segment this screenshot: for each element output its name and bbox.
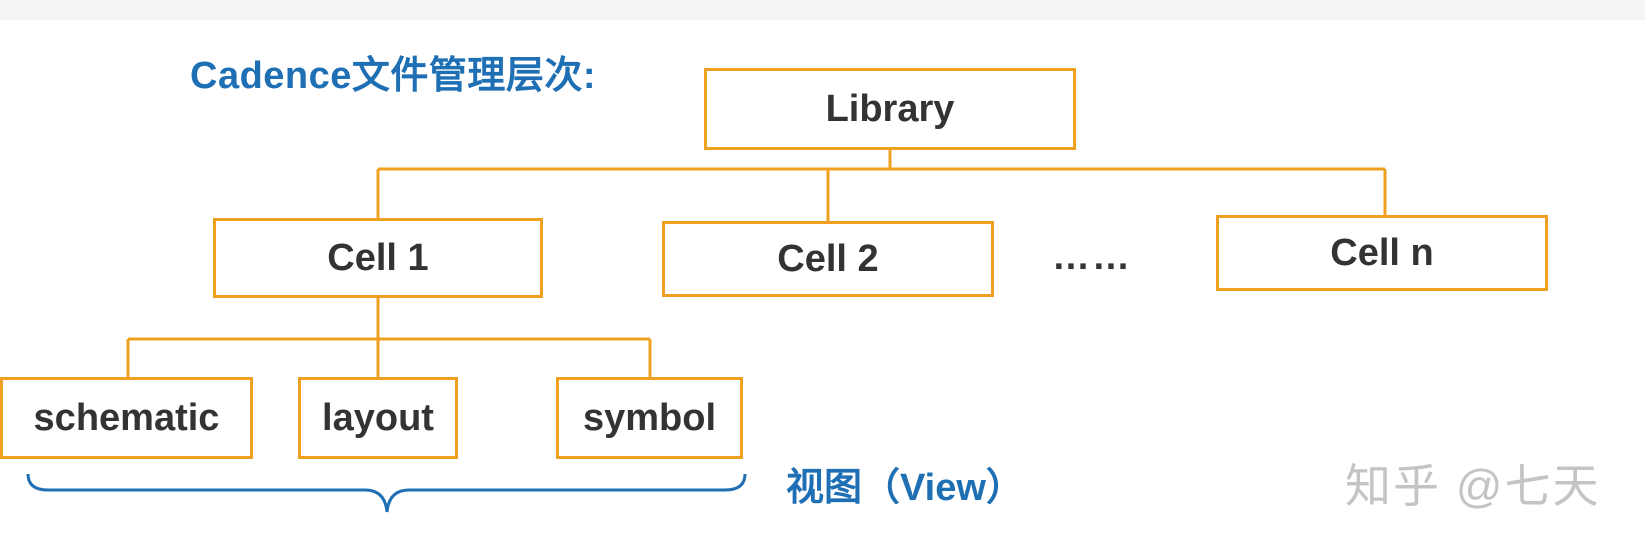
library-box: Library — [704, 68, 1076, 150]
cell-n-label: Cell n — [1330, 231, 1434, 274]
symbol-view-box: symbol — [556, 377, 743, 459]
layout-view-box: layout — [298, 377, 458, 459]
view-brace — [26, 473, 747, 513]
cell-2-box: Cell 2 — [662, 221, 994, 297]
watermark: 知乎 @七天 — [1345, 460, 1601, 512]
cell-1-label: Cell 1 — [327, 236, 429, 279]
cell-n-box: Cell n — [1216, 215, 1548, 291]
view-label: 视图（View） — [786, 467, 1024, 509]
cell-2-label: Cell 2 — [777, 237, 879, 280]
symbol-label: symbol — [582, 396, 717, 439]
schematic-view-box: schematic — [0, 377, 253, 459]
library-label: Library — [825, 87, 955, 130]
top-strip — [0, 0, 1645, 20]
cells-ellipsis: …… — [1052, 236, 1132, 278]
schematic-label: schematic — [33, 396, 220, 439]
cell-1-box: Cell 1 — [213, 218, 543, 298]
page-title: Cadence文件管理层次: — [190, 55, 597, 97]
layout-label: layout — [322, 396, 434, 439]
